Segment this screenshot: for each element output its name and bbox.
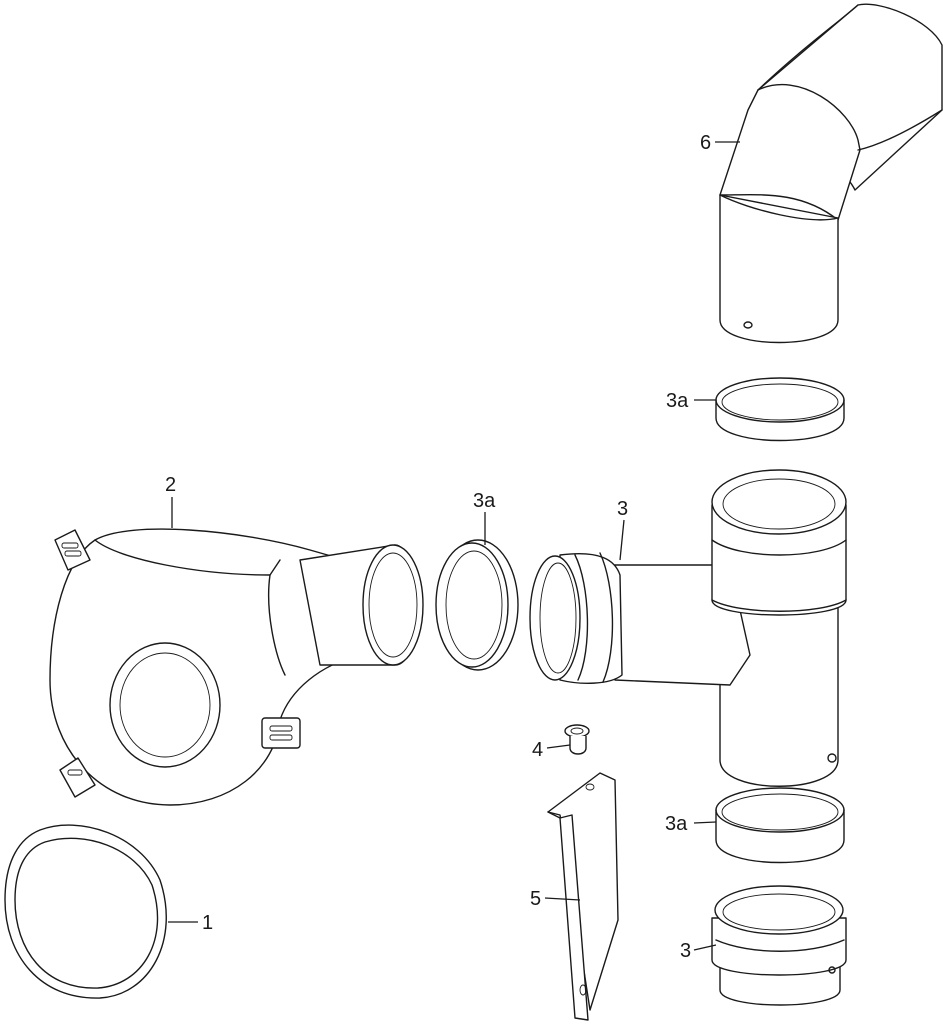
label-tee: 3 (617, 498, 628, 520)
label-seal-fan-side: 3a (473, 490, 496, 512)
label-adapter: 3 (680, 940, 691, 962)
bracket-part (547, 772, 619, 1021)
label-fan-unit: 2 (165, 474, 176, 496)
gasket-part (4, 824, 167, 999)
leader-plug (546, 744, 571, 749)
leader-bracket (544, 897, 581, 901)
label-seal-top: 3a (666, 390, 689, 412)
plug-part (564, 724, 590, 755)
seal-bottom-part (715, 787, 845, 864)
label-seal-bottom: 3a (665, 813, 688, 835)
label-plug: 4 (532, 739, 543, 761)
fan-unit-part (49, 528, 424, 806)
label-gasket: 1 (202, 912, 213, 934)
elbow-part (719, 3, 943, 344)
label-bracket: 5 (530, 888, 541, 910)
seal-top-part (715, 377, 845, 442)
tee-piece-part (529, 469, 847, 787)
adapter-part (711, 885, 847, 1006)
leader-seal-bottom (693, 821, 717, 824)
leader-tee (619, 519, 625, 561)
label-elbow: 6 (700, 132, 711, 154)
seal-fan-side-part (435, 539, 519, 671)
leader-adapter (693, 944, 717, 951)
